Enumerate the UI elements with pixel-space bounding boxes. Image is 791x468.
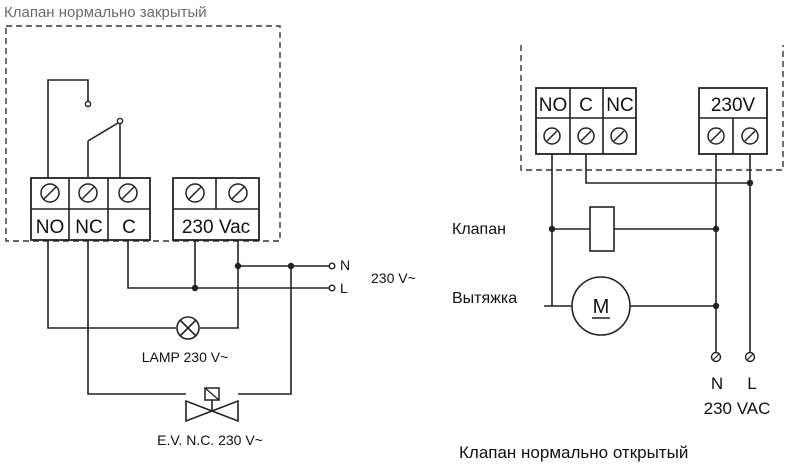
left-diagram-normally-closed: Клапан нормально закрытый	[4, 4, 416, 448]
controller-enclosure	[5, 25, 281, 242]
left-line-l: L	[340, 280, 348, 296]
power-terminal-label: 230 Vac	[182, 217, 250, 238]
screw-icon	[577, 127, 595, 145]
valve-label: E.V. N.C. 230 V~	[157, 432, 263, 448]
screw-icon	[610, 127, 628, 145]
power-terminal-block-right: 230V	[698, 87, 768, 155]
terminal-end-icon	[744, 351, 756, 363]
left-diagram-title: Клапан нормально закрытый	[4, 4, 207, 21]
power-terminal-label-right: 230V	[711, 95, 756, 116]
lamp-icon	[176, 316, 200, 340]
power-terminal-block: 230 Vac	[172, 177, 260, 241]
terminal-label-no: NO	[36, 217, 65, 238]
right-diagram-caption: Клапан нормально открытый	[459, 443, 688, 462]
right-line-n: N	[711, 374, 723, 393]
left-wiring	[47, 240, 336, 400]
fan-label-right: Вытяжка	[452, 290, 517, 307]
screw-icon	[78, 183, 98, 203]
terminal-end-icon	[710, 351, 722, 363]
terminal-label-no-right: NO	[539, 95, 568, 116]
screw-icon	[228, 183, 248, 203]
relay-terminal-block: NO NC C	[30, 177, 151, 241]
screw-icon	[185, 183, 205, 203]
left-line-n: N	[340, 257, 350, 273]
terminal-label-nc-right: NC	[606, 95, 633, 116]
relay-contact	[47, 79, 124, 178]
screw-icon	[543, 127, 561, 145]
valve-label-right: Клапан	[452, 221, 506, 238]
right-wiring	[544, 154, 756, 363]
screw-icon	[741, 127, 759, 145]
terminal-label-nc: NC	[75, 217, 102, 238]
valve-coil-icon	[589, 206, 615, 252]
right-diagram-normally-open: NO C NC 230V	[452, 45, 784, 462]
controller-enclosure-right	[520, 45, 784, 171]
relay-terminal-block-right: NO C NC	[535, 87, 637, 155]
left-supply-voltage: 230 V~	[371, 270, 416, 286]
motor-symbol: M	[593, 296, 610, 318]
screw-icon	[118, 183, 138, 203]
lamp-label: LAMP 230 V~	[142, 349, 229, 365]
terminal-label-c-right: C	[579, 95, 593, 116]
right-line-l: L	[747, 374, 756, 393]
motor-icon: M	[571, 276, 631, 336]
screw-icon	[707, 127, 725, 145]
solenoid-valve-icon	[185, 387, 239, 423]
terminal-label-c: C	[122, 217, 136, 238]
screw-icon	[40, 183, 60, 203]
right-supply-voltage: 230 VAC	[704, 399, 771, 418]
